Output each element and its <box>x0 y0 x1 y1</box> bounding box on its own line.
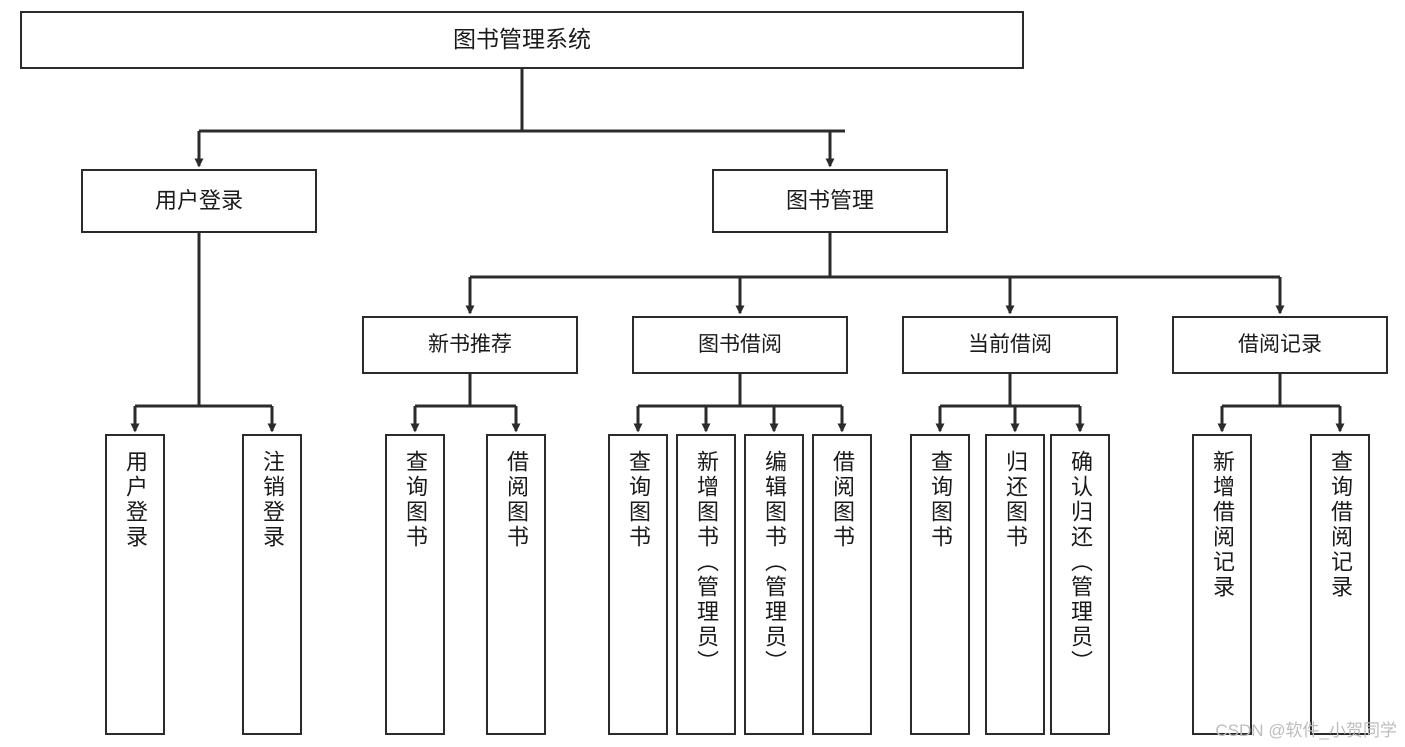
node-leaf-borrow-book-2[interactable]: 借阅图书 <box>812 434 872 735</box>
node-root[interactable]: 图书管理系统 <box>20 11 1024 69</box>
node-user-login[interactable]: 用户登录 <box>81 169 317 233</box>
node-leaf-add-record[interactable]: 新增借阅记录 <box>1192 434 1252 735</box>
node-leaf-query-book-3[interactable]: 查询图书 <box>910 434 970 735</box>
node-book-borrow-label: 图书借阅 <box>698 333 782 357</box>
node-leaf-edit-book-label: 编辑图书（管理员） <box>762 450 787 675</box>
node-borrow-record-label: 借阅记录 <box>1238 333 1322 357</box>
node-leaf-query-book-1[interactable]: 查询图书 <box>385 434 445 735</box>
node-leaf-query-book-2[interactable]: 查询图书 <box>608 434 668 735</box>
node-leaf-borrow-book-1-label: 借阅图书 <box>504 450 529 550</box>
node-leaf-user-login-label: 用户登录 <box>123 450 148 550</box>
node-leaf-confirm-return[interactable]: 确认归还（管理员） <box>1050 434 1110 735</box>
node-leaf-query-record-label: 查询借阅记录 <box>1328 450 1353 600</box>
node-leaf-logout[interactable]: 注销登录 <box>242 434 302 735</box>
node-root-label: 图书管理系统 <box>453 26 591 53</box>
node-leaf-logout-label: 注销登录 <box>260 450 285 550</box>
node-leaf-add-record-label: 新增借阅记录 <box>1210 450 1235 600</box>
node-leaf-user-login[interactable]: 用户登录 <box>105 434 165 735</box>
node-leaf-borrow-book-2-label: 借阅图书 <box>830 450 855 550</box>
node-leaf-return-book[interactable]: 归还图书 <box>985 434 1045 735</box>
node-leaf-query-book-1-label: 查询图书 <box>403 450 428 550</box>
node-book-manage[interactable]: 图书管理 <box>712 169 948 233</box>
node-new-book-rec[interactable]: 新书推荐 <box>362 316 578 374</box>
node-book-manage-label: 图书管理 <box>785 187 874 213</box>
watermark-text: CSDN @软件_小贺同学 <box>1215 721 1397 740</box>
node-leaf-query-record[interactable]: 查询借阅记录 <box>1310 434 1370 735</box>
node-user-login-label: 用户登录 <box>154 187 243 213</box>
node-borrow-record[interactable]: 借阅记录 <box>1172 316 1388 374</box>
node-new-book-rec-label: 新书推荐 <box>428 333 512 357</box>
node-leaf-add-book-label: 新增图书（管理员） <box>694 450 719 675</box>
node-leaf-confirm-return-label: 确认归还（管理员） <box>1068 450 1093 675</box>
node-leaf-return-book-label: 归还图书 <box>1003 450 1028 550</box>
node-current-borrow[interactable]: 当前借阅 <box>902 316 1118 374</box>
node-leaf-add-book[interactable]: 新增图书（管理员） <box>676 434 736 735</box>
node-leaf-edit-book[interactable]: 编辑图书（管理员） <box>744 434 804 735</box>
node-leaf-borrow-book-1[interactable]: 借阅图书 <box>486 434 546 735</box>
node-current-borrow-label: 当前借阅 <box>968 333 1052 357</box>
node-leaf-query-book-3-label: 查询图书 <box>928 450 953 550</box>
node-leaf-query-book-2-label: 查询图书 <box>626 450 651 550</box>
node-book-borrow[interactable]: 图书借阅 <box>632 316 848 374</box>
